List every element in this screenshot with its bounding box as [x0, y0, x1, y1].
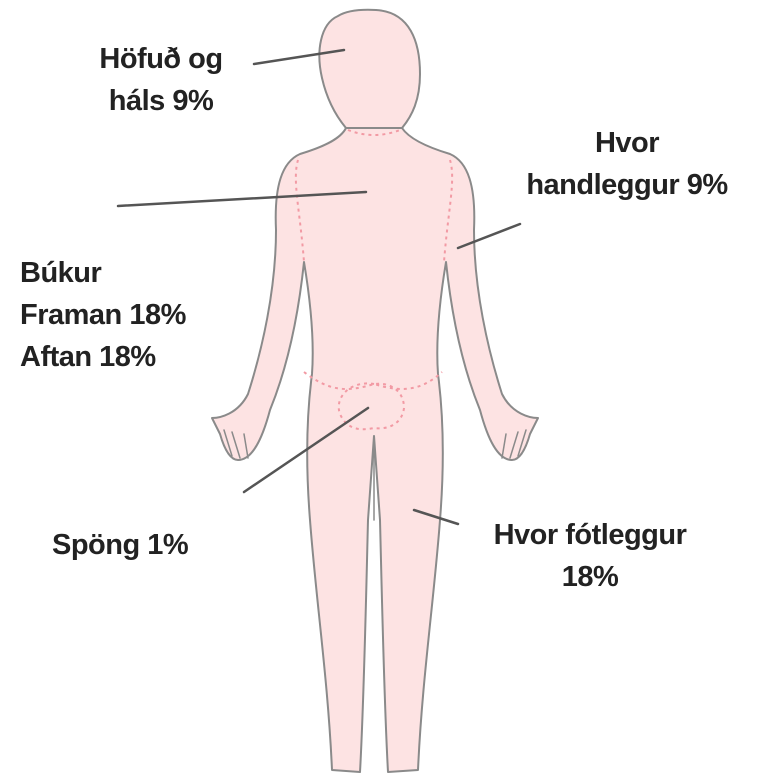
- leg-label: Hvor fótleggur 18%: [462, 514, 718, 598]
- head-neck-label: Höfuð og háls 9%: [72, 38, 250, 122]
- head-shape: [319, 10, 420, 132]
- leg-label-line1: Hvor fótleggur: [462, 514, 718, 556]
- arm-label-line2: handleggur 9%: [500, 164, 754, 206]
- arm-label: Hvor handleggur 9%: [500, 122, 754, 206]
- head-neck-label-line1: Höfuð og: [72, 38, 250, 80]
- perineum-label: Spöng 1%: [52, 524, 188, 566]
- trunk-label-line1: Búkur: [20, 252, 186, 294]
- trunk-label-line3: Aftan 18%: [20, 336, 186, 378]
- perineum-label-line1: Spöng 1%: [52, 524, 188, 566]
- leg-label-line2: 18%: [462, 556, 718, 598]
- trunk-label-line2: Framan 18%: [20, 294, 186, 336]
- arm-label-line1: Hvor: [500, 122, 754, 164]
- head-neck-label-line2: háls 9%: [72, 80, 250, 122]
- trunk-label: Búkur Framan 18% Aftan 18%: [20, 252, 186, 378]
- body-shape: [212, 128, 538, 772]
- human-figure: [212, 10, 538, 772]
